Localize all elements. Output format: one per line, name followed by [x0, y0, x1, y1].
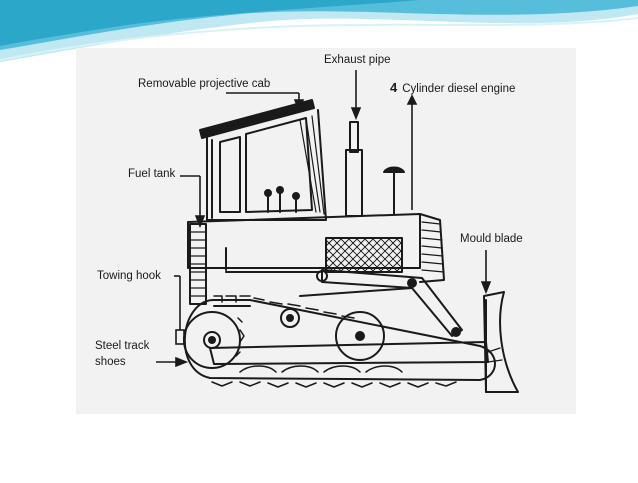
dozer-drawing — [183, 99, 519, 393]
top-banner — [0, 0, 638, 62]
label-diesel-engine: 4 Cylinder diesel engine — [390, 81, 515, 96]
label-fuel-tank: Fuel tank — [128, 168, 176, 180]
track-outer — [184, 299, 496, 381]
cab-window-left — [219, 136, 241, 213]
diagram-panel — [76, 48, 576, 414]
label-mould-blade: Mould blade — [460, 233, 523, 245]
mould-blade — [483, 291, 519, 393]
idler-wheel — [335, 311, 385, 361]
radiator — [419, 213, 445, 283]
track-shoes — [211, 295, 457, 388]
cab-window-right — [245, 117, 313, 213]
pointer-arrows — [156, 70, 492, 368]
label-exhaust-pipe: Exhaust pipe — [324, 54, 391, 66]
label-towing-hook: Towing hook — [97, 270, 161, 282]
cab-roof — [199, 99, 315, 139]
label-steel-track-line1: Steel track — [95, 340, 150, 352]
label-steel-track-line2: shoes — [95, 356, 126, 368]
exhaust-tip — [349, 121, 359, 153]
label-engine-number: 4 — [390, 80, 398, 95]
label-removable-cab: Removable projective cab — [138, 78, 271, 90]
engine-hood — [187, 213, 421, 269]
label-engine-text: Cylinder diesel engine — [402, 83, 516, 95]
